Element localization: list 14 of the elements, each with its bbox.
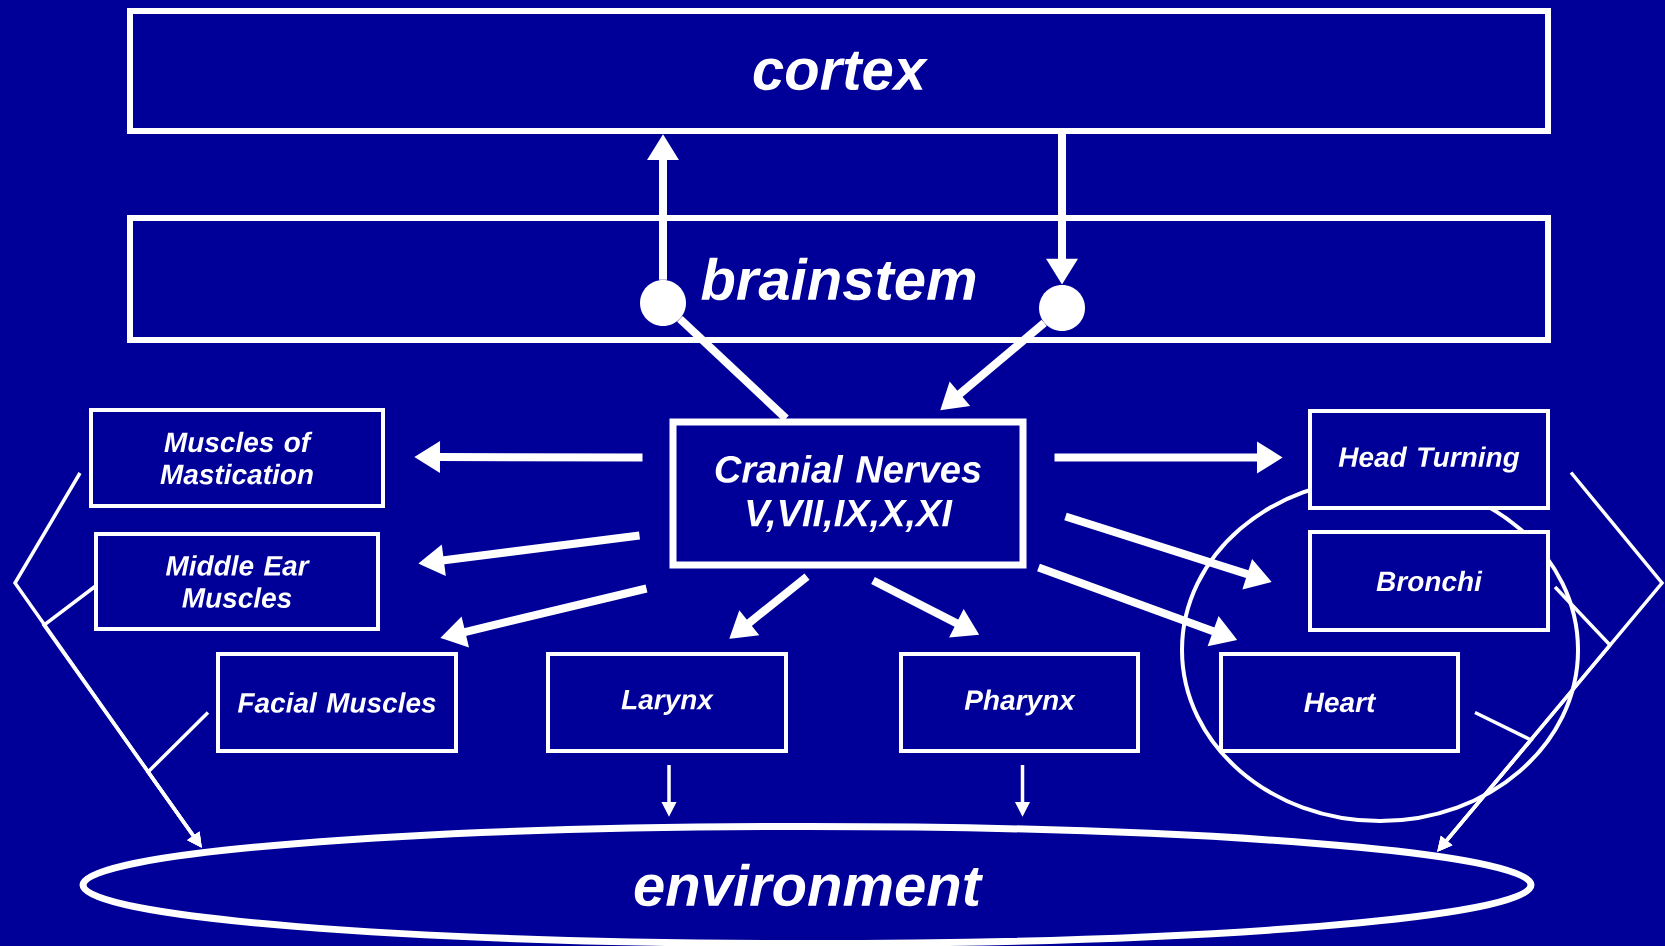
labeled-box: Facial Muscles [216, 652, 458, 753]
labeled-box: Middle Ear Muscles [94, 532, 380, 631]
labeled-box: Bronchi [1308, 530, 1550, 632]
labeled-box: Larynx [546, 652, 788, 753]
labeled-box: Pharynx [899, 652, 1140, 753]
labeled-box: Muscles of Mastication [89, 408, 385, 508]
dot [640, 280, 686, 326]
dot [1039, 285, 1085, 331]
labeled-box: cortex [127, 8, 1551, 134]
labeled-box: brainstem [127, 215, 1551, 343]
labeled-box: Head Turning [1308, 409, 1550, 510]
labeled-box: Cranial Nerves V,VII,IX,X,XI [669, 418, 1027, 569]
labeled-box: Heart [1219, 652, 1460, 753]
connector-line [677, 315, 789, 422]
